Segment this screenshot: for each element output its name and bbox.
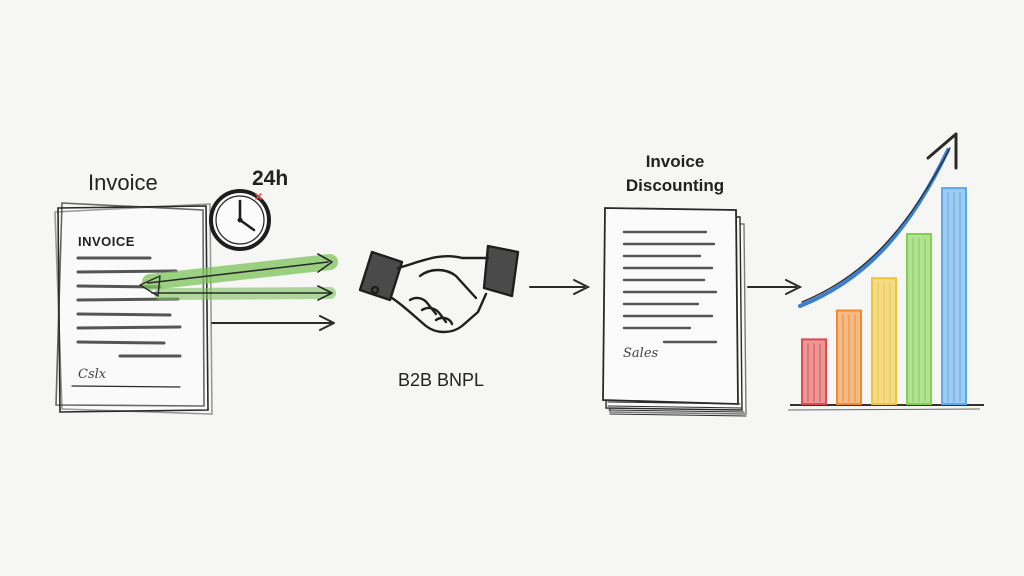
arrow-to-growth [747, 279, 803, 295]
growth-bar-chart-icon [787, 187, 984, 411]
invoice-doc-title: INVOICE [78, 234, 135, 249]
green-arrows-icon [139, 253, 338, 331]
discounting-line-2: Discounting [625, 176, 725, 195]
trend-arrow-icon [798, 132, 958, 308]
invoice-document-icon [54, 202, 213, 415]
timer-label: 24h [252, 167, 289, 190]
stack-signature: Sales [623, 346, 659, 361]
chart-baseline-2 [787, 408, 981, 411]
arrow-to-discounting [529, 279, 591, 295]
document-stack-icon [602, 207, 747, 417]
handshake-caption: B2B BNPL [398, 370, 485, 390]
clock-icon [209, 189, 271, 251]
discounting-line-1: Invoice [645, 152, 705, 171]
handshake-icon [358, 244, 520, 334]
invoice-signature: Cslx [78, 367, 107, 382]
invoice-label: Invoice [88, 170, 158, 195]
discounting-label: Invoice Discounting [614, 150, 736, 198]
